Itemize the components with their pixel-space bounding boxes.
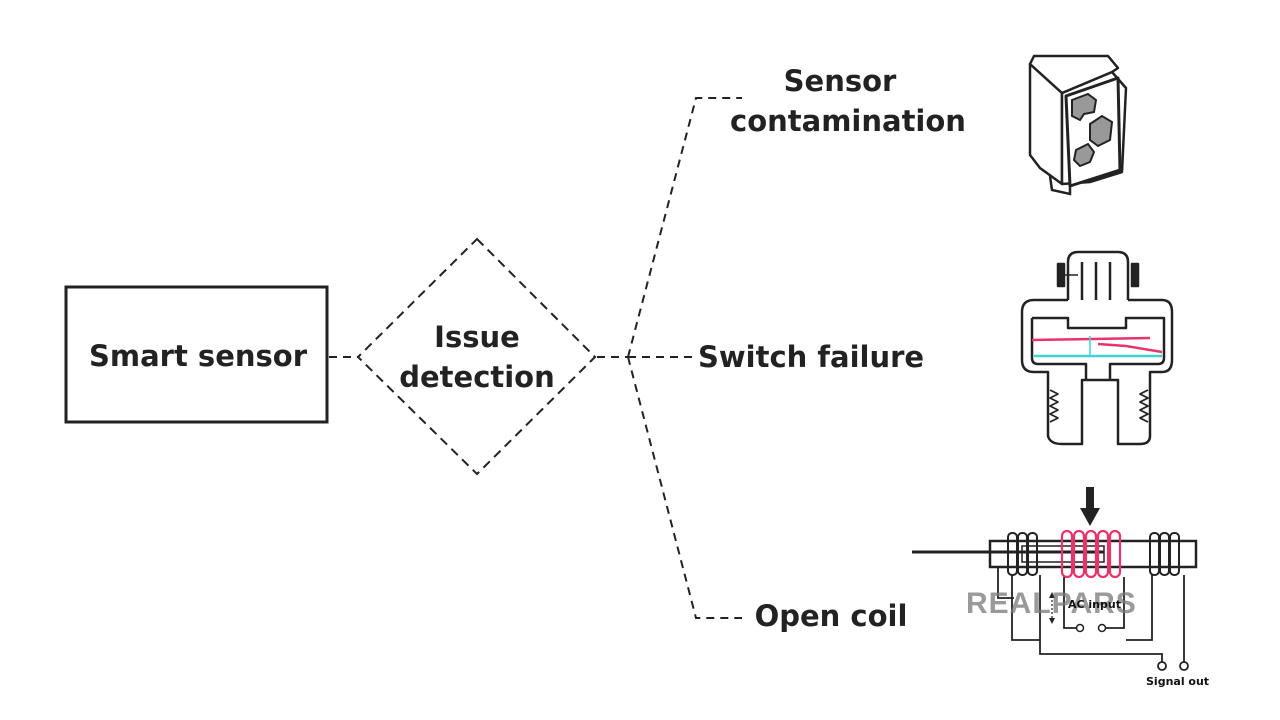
dirt-spot	[1089, 114, 1114, 148]
issue-detection-line2: detection	[399, 360, 555, 394]
issue-detection-diamond	[356, 237, 597, 476]
branch-sensor-contamination	[627, 97, 742, 358]
issue-detection-label: Issue detection	[397, 317, 557, 397]
ac-input-label: AC input	[1068, 598, 1121, 611]
dirty-sensor-illustration	[1028, 54, 1128, 196]
diaphragm-pink-bent	[1097, 342, 1163, 354]
smart-sensor-box	[64, 285, 329, 424]
coil-sensor-illustration	[912, 487, 1198, 671]
sensor-contamination-line1: Sensor	[783, 64, 897, 98]
realpars-watermark: REALPARS	[966, 587, 1137, 620]
issue-detection-line1: Issue	[434, 320, 520, 354]
branch-open-coil	[627, 356, 742, 619]
open-coil-label: Open coil	[754, 599, 908, 633]
diaphragm-pink	[1031, 336, 1151, 342]
dirt-spot	[1071, 92, 1098, 122]
sensor-contamination-line2: contamination	[730, 104, 966, 138]
switch-failure-label: Switch failure	[698, 340, 925, 374]
smart-sensor-label: Smart sensor	[89, 339, 307, 373]
sensor-contamination-label: Sensor contamination	[730, 61, 966, 141]
dirt-spot	[1072, 142, 1096, 168]
pressure-switch-illustration	[1020, 250, 1174, 446]
signal-out-label: Signal out	[1146, 675, 1210, 688]
